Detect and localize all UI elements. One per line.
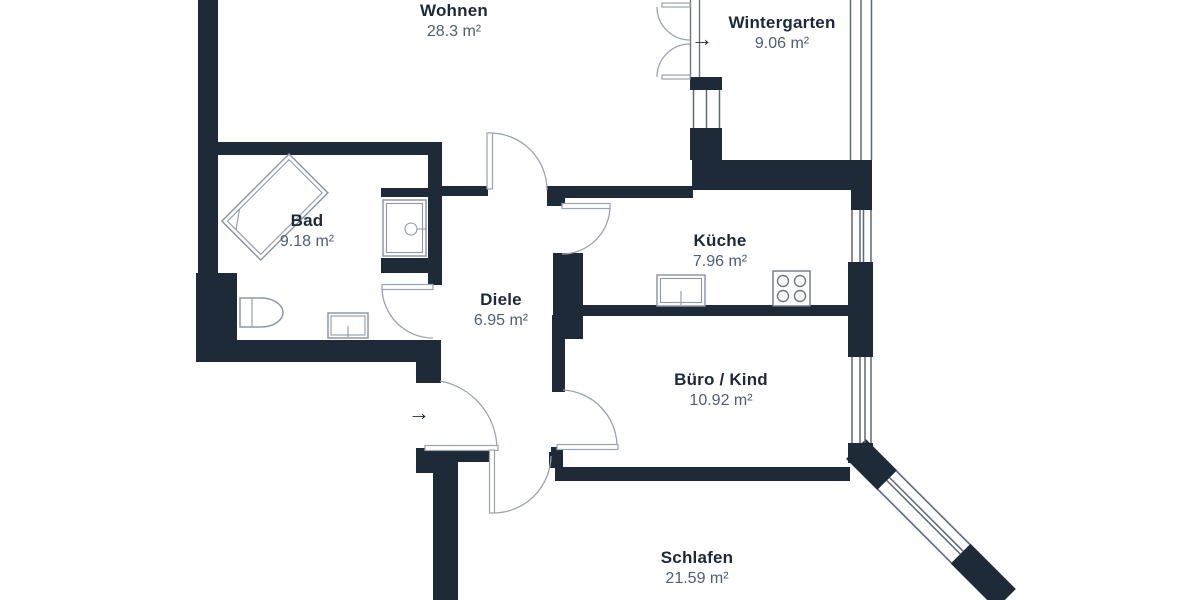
bathtub-drain-line	[235, 209, 241, 230]
wall	[416, 362, 441, 383]
window-wintergarten-right	[849, 0, 873, 160]
wall	[416, 448, 437, 473]
door-wintergarten-double	[656, 0, 701, 80]
room-area: 9.06 m²	[754, 35, 810, 52]
room-label-buero: Büro / Kind 10.92 m²	[674, 370, 768, 411]
door-swing-arc	[562, 389, 618, 446]
toilet	[239, 297, 284, 328]
bathtub-outline	[220, 152, 329, 262]
sink-inner	[385, 202, 424, 254]
room-area: 6.95 m²	[473, 312, 529, 329]
wall	[198, 0, 218, 275]
door-leaf	[486, 132, 494, 190]
wall	[433, 460, 458, 600]
burner	[793, 274, 807, 288]
window-glazing-line	[895, 470, 971, 545]
wall	[196, 340, 441, 362]
room-label-bad: Bad 9.18 m²	[280, 211, 334, 252]
wall	[547, 186, 565, 206]
door-swing-arc	[439, 380, 498, 449]
window-glazing-line	[889, 477, 964, 552]
burner	[776, 289, 790, 303]
burner	[776, 274, 790, 288]
wintergarten-arrow-icon: →	[691, 26, 713, 51]
kitchen-sink	[656, 274, 706, 307]
door-swing-arc	[561, 205, 611, 255]
wall	[547, 186, 693, 198]
wall	[218, 142, 441, 155]
sink-outline	[382, 199, 427, 257]
stove-icon	[772, 270, 811, 307]
room-name: Schlafen	[660, 548, 734, 567]
door-wohnen-diele	[486, 132, 548, 191]
door-leaf	[381, 283, 434, 291]
room-label-wintergarten: Wintergarten 9.06 m²	[728, 13, 835, 54]
wall	[851, 190, 872, 210]
door-swing-arc	[656, 43, 691, 78]
windows	[692, 0, 873, 443]
door-buero	[556, 389, 619, 451]
door-leaf	[424, 444, 499, 452]
room-name: Bad	[290, 211, 324, 230]
room-name: Diele	[480, 290, 522, 309]
door-kueche	[561, 202, 611, 255]
room-label-wohnen: Wohnen 28.3 m²	[420, 1, 488, 42]
door-leaf	[661, 2, 691, 8]
walls	[196, 0, 873, 600]
bathroom-cabinet	[327, 312, 369, 339]
room-area: 7.96 m²	[692, 253, 748, 270]
wall	[848, 262, 873, 357]
fixtures	[220, 152, 811, 339]
room-name: Wohnen	[420, 1, 488, 20]
door-leaf	[561, 202, 611, 210]
window-kueche	[851, 210, 872, 262]
bathtub	[220, 152, 329, 262]
stove-outline	[772, 270, 811, 307]
room-label-kueche: Küche 7.96 m²	[693, 231, 747, 272]
wall	[381, 188, 428, 197]
window-glazing-line	[877, 488, 952, 564]
room-label-diele: Diele 6.95 m²	[474, 290, 528, 331]
wall	[552, 315, 565, 392]
wall	[428, 142, 442, 285]
wall	[441, 186, 488, 196]
door-swing-arc	[494, 455, 552, 514]
room-name: Küche	[693, 231, 747, 250]
room-area: 28.3 m²	[426, 23, 482, 40]
door-bad	[381, 283, 434, 339]
room-name: Büro / Kind	[674, 370, 768, 389]
door-schlafen	[488, 449, 552, 514]
doors	[381, 0, 701, 514]
room-label-schlafen: Schlafen 21.59 m²	[661, 548, 733, 589]
room-area: 21.59 m²	[665, 570, 729, 587]
window-buero	[851, 357, 872, 443]
door-entrance	[424, 380, 499, 452]
door-leaf	[661, 74, 691, 80]
wall	[551, 447, 563, 468]
wall	[690, 128, 722, 160]
diagonal-wall	[846, 439, 1016, 600]
door-swing-arc	[489, 132, 548, 191]
window-wintergarten-left	[692, 90, 721, 128]
room-name: Wintergarten	[728, 13, 836, 32]
door-leaf	[488, 449, 496, 514]
wall	[381, 258, 438, 273]
entrance-arrow-icon: →	[408, 400, 430, 425]
wall	[690, 77, 722, 90]
bathtub-inner	[226, 158, 324, 256]
bathroom-sink	[382, 199, 427, 257]
wall	[583, 305, 852, 316]
door-leaf	[556, 443, 619, 451]
wall	[555, 467, 850, 481]
window-glazing-line	[886, 479, 961, 555]
door-swing-arc	[381, 286, 434, 339]
room-area: 10.92 m²	[689, 392, 753, 409]
room-area: 9.18 m²	[279, 233, 335, 250]
wall	[196, 273, 237, 343]
wall	[692, 160, 872, 190]
toilet-outline	[239, 297, 284, 328]
burner	[793, 289, 807, 303]
door-swing-arc	[656, 6, 691, 41]
